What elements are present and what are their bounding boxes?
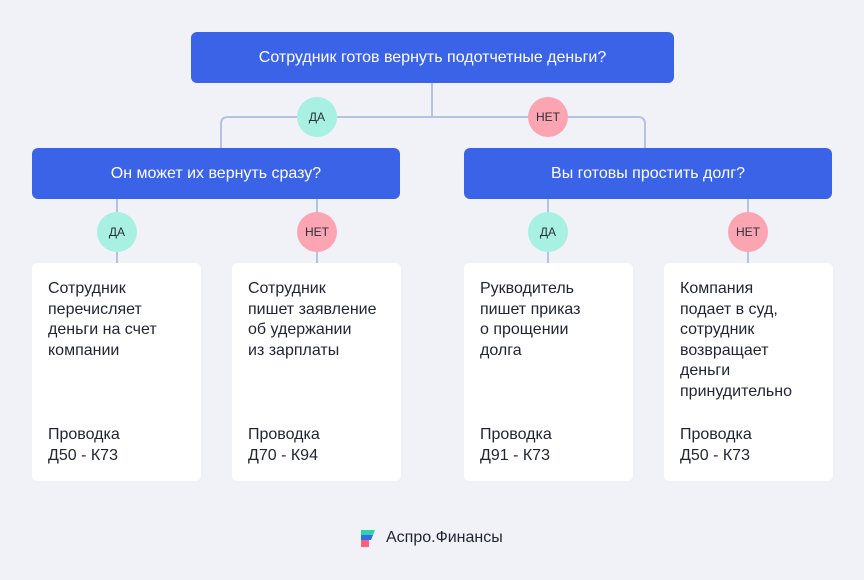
description-line: Компания xyxy=(680,280,754,297)
posting-label: Проводка xyxy=(680,426,752,443)
description-line: компании xyxy=(48,341,120,359)
description-line: долга xyxy=(480,341,522,359)
description-line: Сотрудник xyxy=(248,280,326,297)
no-badge-top: НЕТ xyxy=(528,97,568,137)
outcome-description: Сотрудник перечисляет деньги на счет ком… xyxy=(48,279,191,361)
description-line: пишет приказ xyxy=(480,300,581,318)
question-top: Сотрудник готов вернуть подотчетные день… xyxy=(191,32,674,83)
outcome-card-2: Сотрудник пишет заявление об удержании и… xyxy=(232,263,401,481)
no-badge-right: НЕТ xyxy=(728,212,768,252)
question-left: Он может их вернуть сразу? xyxy=(32,148,400,199)
description-line: возвращает xyxy=(680,341,769,359)
no-badge-left: НЕТ xyxy=(297,212,337,252)
posting-entry: Проводка Д70 - К94 xyxy=(248,425,320,466)
description-line: деньги на счет xyxy=(48,321,157,338)
yes-badge-right: ДА xyxy=(528,212,568,252)
posting-label: Проводка xyxy=(248,426,320,443)
description-line: о прощении xyxy=(480,321,569,338)
posting-entry: Проводка Д50 - К73 xyxy=(680,425,752,466)
outcome-card-4: Компания подает в суд, сотрудник возвращ… xyxy=(664,263,833,481)
yes-badge-top: ДА xyxy=(297,97,337,137)
posting-label: Проводка xyxy=(48,426,120,443)
connector-top xyxy=(220,83,646,148)
description-line: пишет заявление xyxy=(248,300,377,318)
description-line: об удержании xyxy=(248,321,352,338)
aspro-logo-icon xyxy=(361,530,375,547)
posting-value: Д91 - К73 xyxy=(480,446,550,464)
description-line: Рукводитель xyxy=(480,280,574,297)
posting-label: Проводка xyxy=(480,426,552,443)
outcome-card-3: Рукводитель пишет приказ о прощении долг… xyxy=(464,263,633,481)
yes-badge-left: ДА xyxy=(97,212,137,252)
description-line: сотрудник xyxy=(680,321,755,338)
description-line: подает в суд, xyxy=(680,300,778,318)
brand-logo: Аспро.Финансы xyxy=(359,528,503,548)
posting-value: Д50 - К73 xyxy=(680,446,750,464)
posting-value: Д70 - К94 xyxy=(248,446,318,464)
description-line: деньги xyxy=(680,362,731,379)
outcome-description: Компания подает в суд, сотрудник возвращ… xyxy=(680,279,823,402)
posting-entry: Проводка Д91 - К73 xyxy=(480,425,552,466)
question-right: Вы готовы простить долг? xyxy=(464,148,832,199)
brand-name: Аспро.Финансы xyxy=(386,529,503,546)
outcome-card-1: Сотрудник перечисляет деньги на счет ком… xyxy=(32,263,201,481)
description-line: принудительно xyxy=(680,382,792,400)
description-line: из зарплаты xyxy=(248,341,340,359)
description-line: перечисляет xyxy=(48,300,142,318)
description-line: Сотрудник xyxy=(48,280,126,297)
outcome-description: Сотрудник пишет заявление об удержании и… xyxy=(248,279,391,361)
outcome-description: Рукводитель пишет приказ о прощении долг… xyxy=(480,279,623,361)
posting-entry: Проводка Д50 - К73 xyxy=(48,425,120,466)
posting-value: Д50 - К73 xyxy=(48,446,118,464)
